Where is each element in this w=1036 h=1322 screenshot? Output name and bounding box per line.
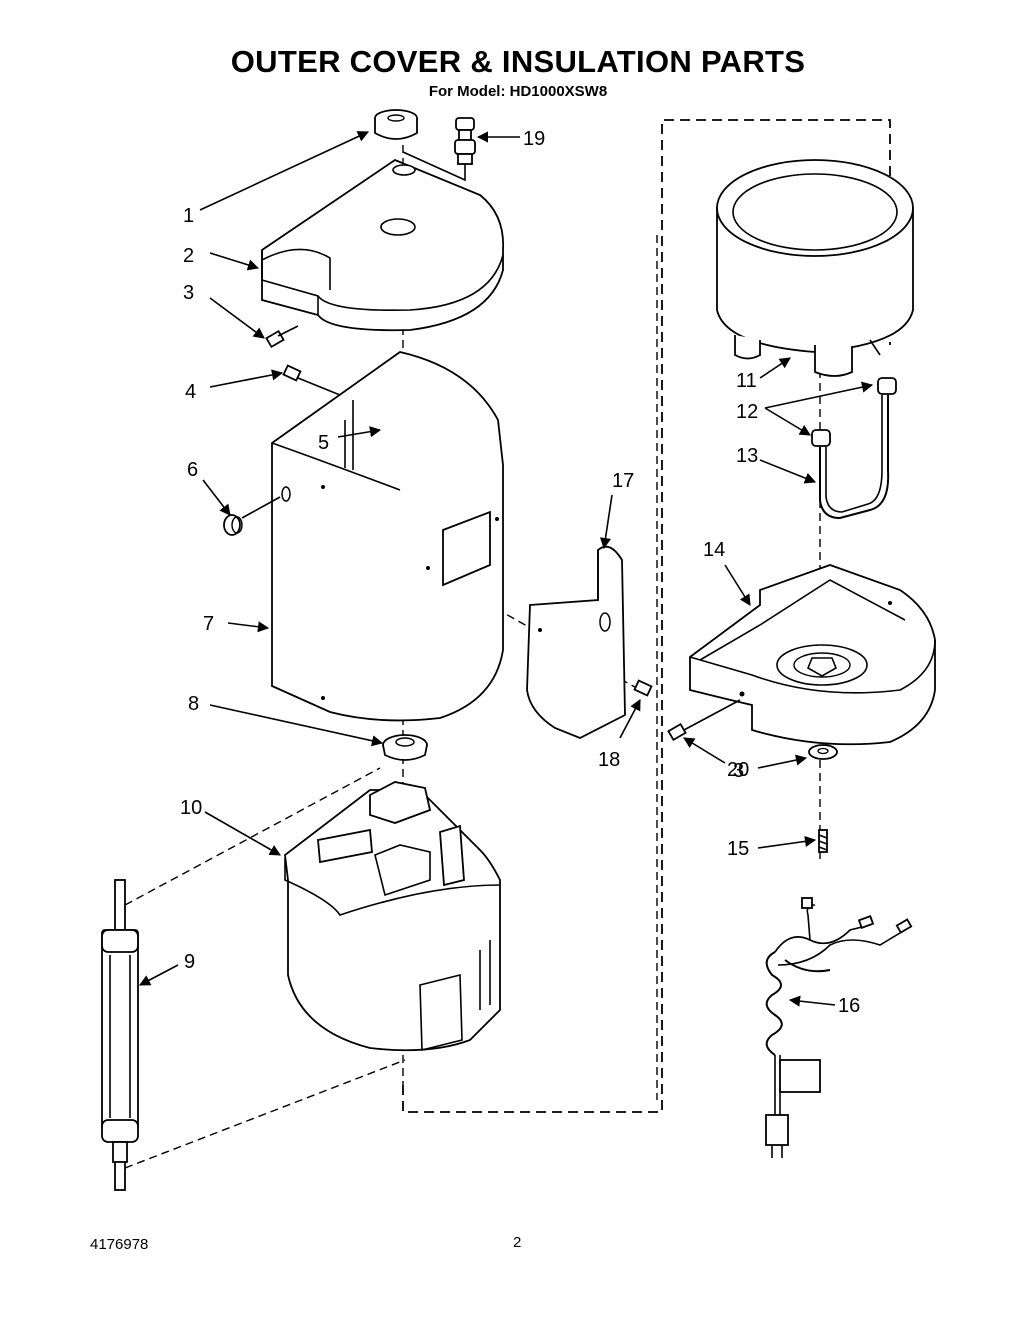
part-6-plug <box>223 496 281 536</box>
part-14-base-pan <box>689 564 936 746</box>
callout-1: 1 <box>183 205 194 227</box>
part-16-power-cord <box>765 897 913 1158</box>
page-number: 2 <box>513 1234 522 1251</box>
callout-2: 2 <box>183 245 194 267</box>
callout-5: 5 <box>318 432 329 454</box>
callout-labels: 1 2 3 4 5 6 7 8 9 10 11 12 13 14 3 20 15… <box>180 128 860 1017</box>
callout-19: 19 <box>523 128 545 150</box>
callout-13: 13 <box>736 445 758 467</box>
callout-15: 15 <box>727 838 749 860</box>
document-number: 4176978 <box>90 1236 149 1253</box>
callout-3-left: 3 <box>183 282 194 304</box>
callout-4: 4 <box>185 381 196 403</box>
callout-10: 10 <box>180 797 202 819</box>
callout-11: 11 <box>736 370 757 392</box>
leader-arrows <box>139 131 874 1007</box>
callout-7: 7 <box>203 613 214 635</box>
part-20-washer <box>808 744 838 760</box>
callout-3-right: 3 <box>733 760 744 782</box>
callout-9: 9 <box>184 951 195 973</box>
part-11-tank <box>716 159 914 377</box>
model-subtitle: For Model: HD1000XSW8 <box>428 83 608 100</box>
callout-20: 20 <box>727 759 749 781</box>
callout-18: 18 <box>598 749 620 771</box>
callout-16: 16 <box>838 995 860 1017</box>
part-3-screw-left <box>265 325 299 349</box>
callout-14: 14 <box>703 539 725 561</box>
part-18-screw <box>633 679 653 697</box>
part-2-top-cover <box>261 158 505 332</box>
callout-12: 12 <box>736 401 758 423</box>
part-13-hose <box>819 395 890 520</box>
page-title: OUTER COVER & INSULATION PARTS <box>230 44 806 79</box>
callout-8: 8 <box>188 693 199 715</box>
part-9-heating-element <box>101 879 139 1191</box>
part-7-outer-cover <box>271 351 504 722</box>
part-17-bracket <box>526 545 626 739</box>
part-8-grommet <box>382 734 428 761</box>
part-4-screw <box>282 364 341 396</box>
callout-6: 6 <box>187 459 198 481</box>
callout-17: 17 <box>612 470 634 492</box>
part-10-insulation <box>284 781 501 1052</box>
part-1-cap <box>374 109 418 140</box>
part-15-screw <box>818 829 828 853</box>
part-19-fitting <box>454 117 476 165</box>
part-3-screw-right <box>667 699 741 742</box>
part-12-caps <box>811 377 897 447</box>
